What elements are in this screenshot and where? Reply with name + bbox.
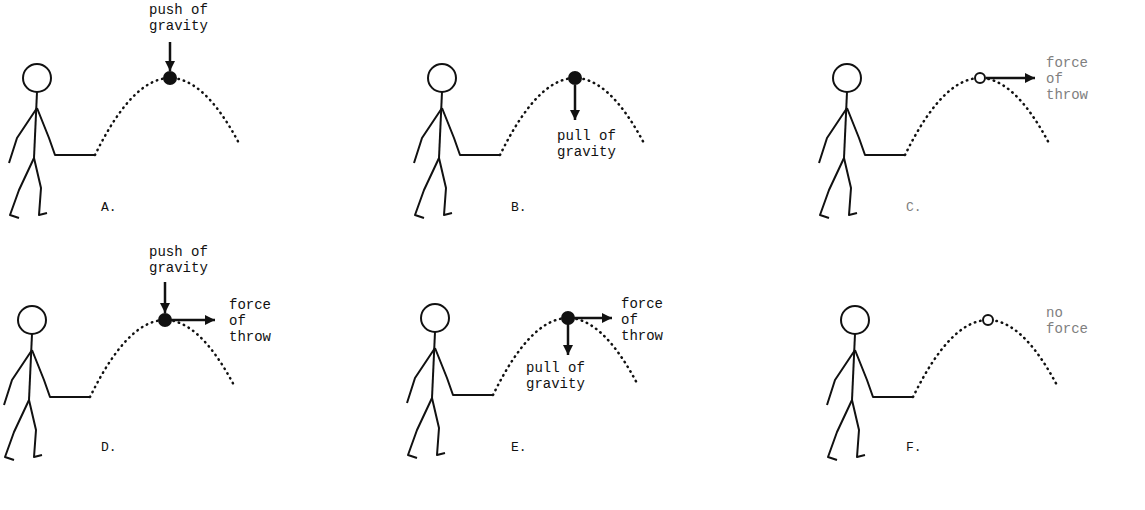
figure-limb [408, 398, 432, 458]
figure-limb [432, 332, 435, 398]
figure-limb [820, 158, 844, 218]
panel-letter: A. [100, 200, 118, 216]
figure-limb [855, 350, 913, 397]
trajectory [493, 318, 637, 395]
figure-limb [828, 400, 852, 460]
figure-limb [34, 158, 47, 215]
force-arrow [164, 282, 167, 313]
figure-limb [407, 348, 435, 403]
throw-scene [9, 64, 239, 218]
ball [159, 314, 171, 326]
force-label: force of throw [228, 297, 276, 345]
figure-limb [844, 158, 857, 215]
force-label: no force [1045, 305, 1093, 337]
figure-limb [37, 108, 95, 155]
panel-letter: B. [510, 200, 528, 216]
figure-limb [4, 350, 32, 405]
force-arrow [171, 319, 215, 322]
force-arrow [567, 324, 570, 355]
panel-letter: C. [905, 200, 923, 216]
figure-limb [29, 400, 42, 457]
figure-limb [844, 92, 847, 158]
force-arrow [574, 85, 577, 120]
figure-limb [442, 108, 500, 155]
trajectory [90, 320, 234, 397]
figure-limb [415, 158, 439, 218]
figure-head [841, 306, 869, 334]
figure-head [428, 64, 456, 92]
force-arrow [169, 42, 172, 71]
throw-scene [414, 64, 644, 218]
figure-limb [414, 108, 442, 163]
ball [164, 72, 176, 84]
trajectory [95, 78, 239, 155]
figure-limb [432, 398, 445, 455]
figure-limb [827, 350, 855, 405]
figure-limb [9, 108, 37, 163]
force-label: push of gravity [148, 2, 213, 34]
ball [975, 73, 985, 83]
trajectory [905, 78, 1049, 155]
panel-letter: D. [100, 440, 118, 456]
force-label: pull of gravity [525, 360, 590, 392]
figure-limb [852, 400, 865, 457]
figure-limb [435, 348, 493, 395]
throw-scene [4, 306, 234, 460]
figure-head [833, 64, 861, 92]
force-label: force of throw [620, 296, 668, 344]
figure-limb [34, 92, 37, 158]
force-arrow [574, 317, 612, 320]
figure-limb [819, 108, 847, 163]
figure-limb [847, 108, 905, 155]
force-label: push of gravity [148, 244, 213, 276]
figure-limb [852, 334, 855, 400]
figure-limb [10, 158, 34, 218]
ball [569, 72, 581, 84]
throw-scene [819, 64, 1049, 218]
figure-head [421, 304, 449, 332]
figure-limb [29, 334, 32, 400]
trajectory [913, 320, 1057, 397]
throw-scene [407, 304, 637, 458]
force-arrow [986, 77, 1035, 80]
ball [562, 312, 574, 324]
figure-head [18, 306, 46, 334]
panel-letter: E. [510, 440, 528, 456]
force-label: force of throw [1045, 55, 1093, 103]
force-label: pull of gravity [556, 128, 621, 160]
throw-scene [827, 306, 1057, 460]
figure-head [23, 64, 51, 92]
figure-limb [439, 158, 452, 215]
ball [983, 315, 993, 325]
figure-limb [439, 92, 442, 158]
panel-letter: F. [905, 440, 923, 456]
figure-limb [5, 400, 29, 460]
figure-limb [32, 350, 90, 397]
